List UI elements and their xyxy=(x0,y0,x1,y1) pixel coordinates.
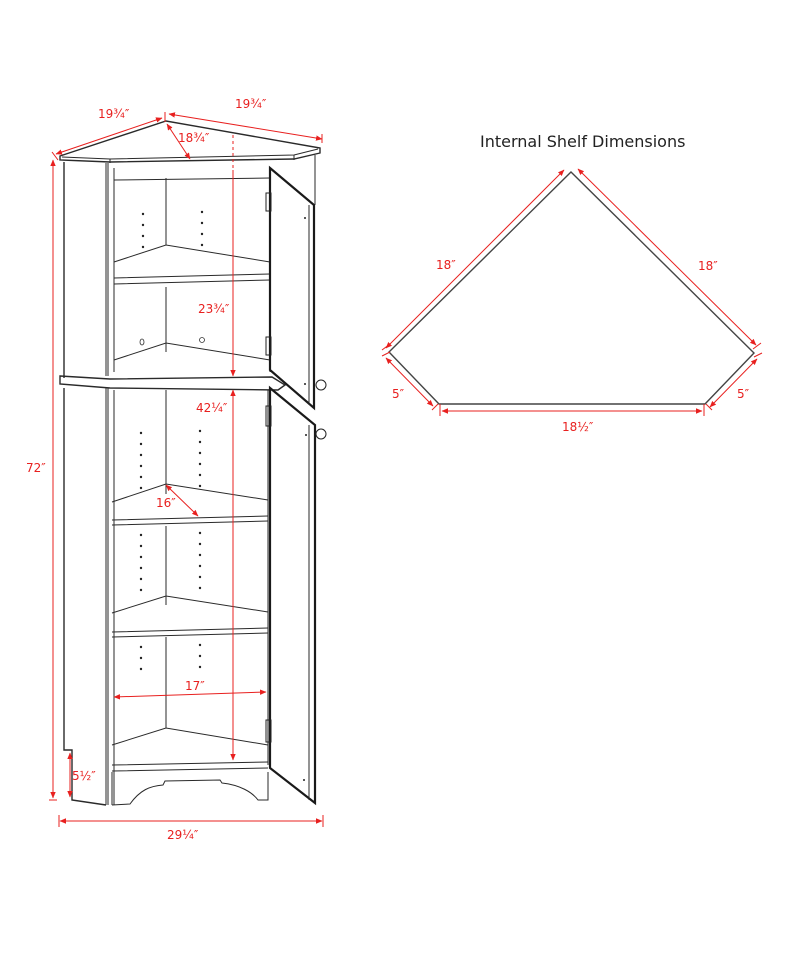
shelf-diagram-title: Internal Shelf Dimensions xyxy=(480,132,685,151)
dim-top-right-depth: 19¾″ xyxy=(235,97,267,111)
upper-door xyxy=(265,165,327,411)
shelf-pin-holes-upper xyxy=(139,210,205,346)
upper-section xyxy=(113,168,271,372)
dim-interior-width: 17″ xyxy=(185,679,205,693)
dim-top-left-depth: 19¾″ xyxy=(98,107,130,121)
dim-shelf-left-back: 18″ xyxy=(436,258,456,272)
dim-upper-interior-height: 23¾″ xyxy=(198,302,230,316)
shelf-pin-holes-lower xyxy=(139,429,202,671)
middle-ledge xyxy=(59,375,287,391)
dim-shelf-left-side: 5″ xyxy=(392,387,405,401)
shelf-outline xyxy=(388,171,755,405)
dim-shelf-right-back: 18″ xyxy=(698,259,718,273)
dim-overall-width: 29¼″ xyxy=(167,828,199,842)
dim-shelf-front-edge: 18½″ xyxy=(562,420,594,434)
cabinet-base xyxy=(111,772,269,806)
dim-top-diagonal: 18¾″ xyxy=(178,131,210,145)
dim-total-height: 72″ xyxy=(26,461,46,475)
dim-base-height: 5½″ xyxy=(72,769,96,783)
dim-shelf-depth: 16″ xyxy=(156,496,176,510)
dim-lower-interior-height: 42¼″ xyxy=(196,401,228,415)
lower-door xyxy=(265,385,327,806)
lower-section xyxy=(111,390,269,805)
cabinet-drawing xyxy=(59,120,327,806)
shelf-diagram: Internal Shelf Dimensions 18″ 18″ 5″ 5″ … xyxy=(381,132,763,434)
dim-shelf-right-side: 5″ xyxy=(737,387,750,401)
cabinet-dimensions: 19¾″ 19¾″ 18¾″ 72″ 23¾″ 42¼″ 16″ 17″ 5½″… xyxy=(26,97,324,842)
cabinet-left-side xyxy=(63,162,109,806)
